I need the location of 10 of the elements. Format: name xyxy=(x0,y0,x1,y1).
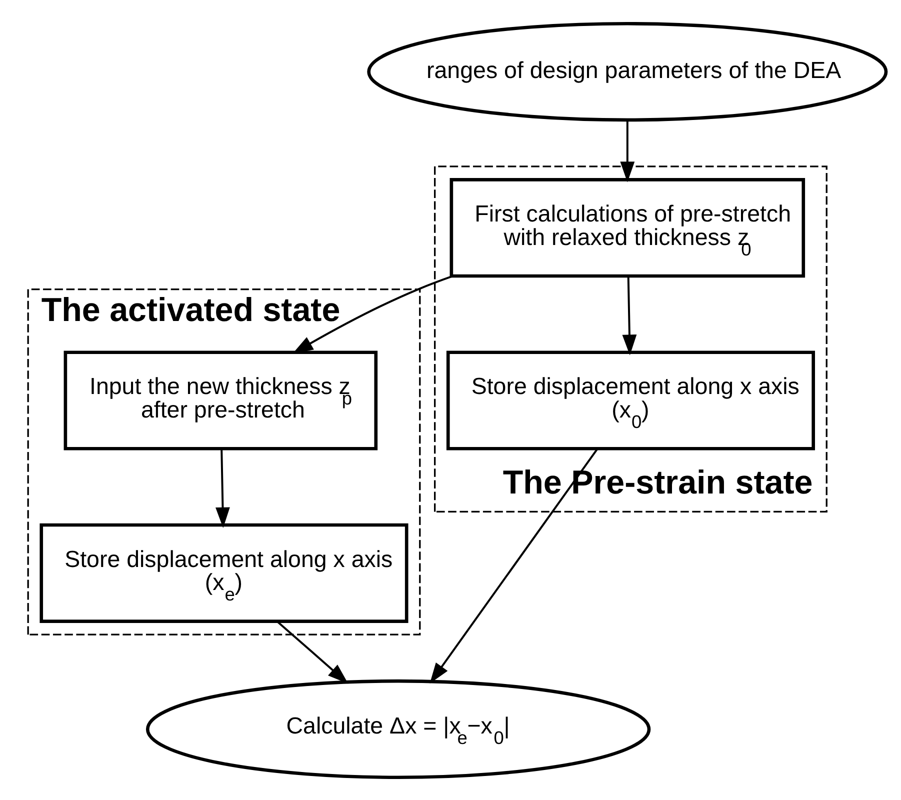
node-box: Store displacement along x axis (x$_{e}$) xyxy=(40,522,408,622)
arrow xyxy=(620,120,635,182)
arrow xyxy=(622,276,637,355)
node-ellipse: ranges of design parameters of the DEA xyxy=(367,21,888,122)
arrow xyxy=(276,620,348,684)
arrow xyxy=(430,448,598,683)
arrow xyxy=(216,448,230,528)
node-ellipse: Calculate Δx = |x$_{e}$−x$_{0}$| xyxy=(146,678,651,779)
node-box: Store displacement along x axis (x$_{0}$) xyxy=(446,350,815,450)
arrow xyxy=(292,274,454,354)
